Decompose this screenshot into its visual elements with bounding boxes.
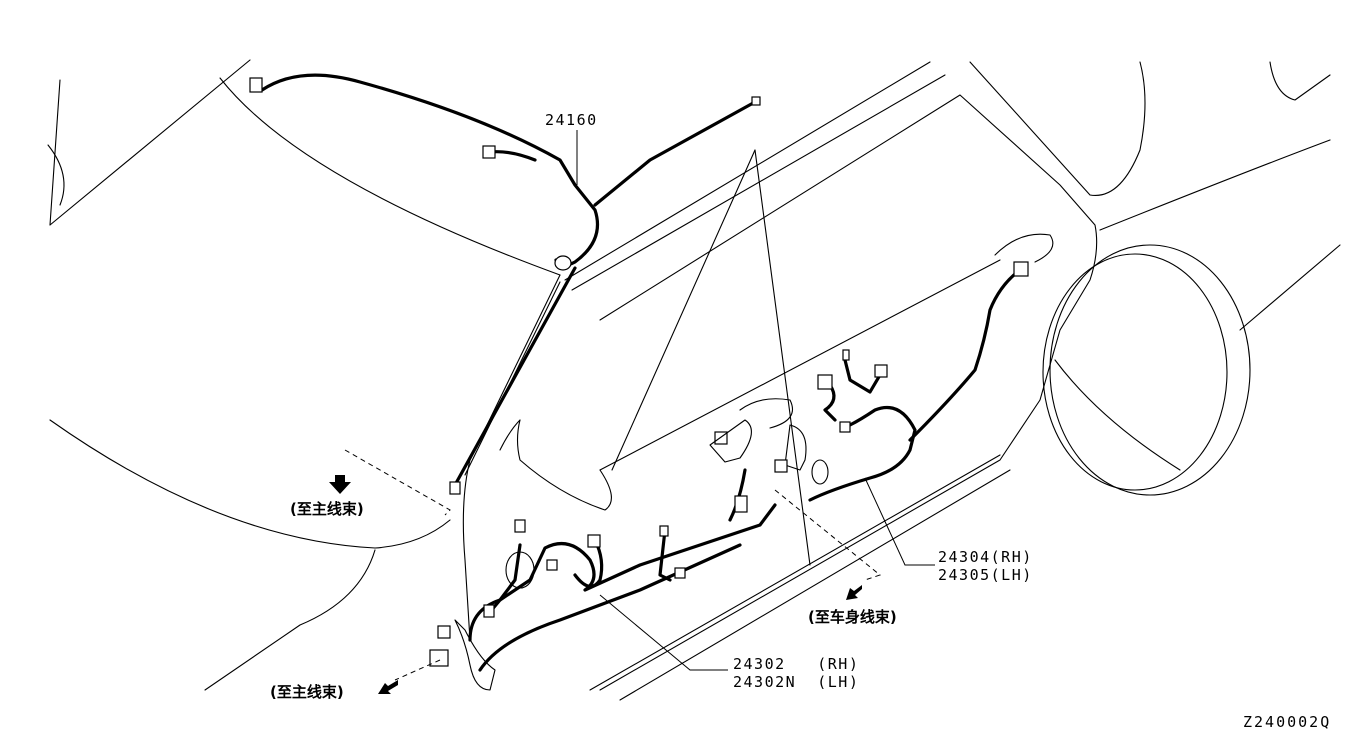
roof-harness-drawing bbox=[249, 73, 761, 495]
arrow-icon bbox=[329, 475, 862, 694]
rear-wheel-arch bbox=[1042, 244, 1251, 496]
note-to-body-harness: (至车身线束) bbox=[808, 608, 897, 626]
figure-code: Z240002Q bbox=[1243, 713, 1332, 731]
rear-door-harness-drawing bbox=[774, 261, 1029, 502]
rear-door-harness-lh: 24305(LH) bbox=[938, 566, 1033, 584]
front-door-harness-lh: 24302N (LH) bbox=[733, 673, 860, 691]
front-door-harness-rh: 24302 (RH) bbox=[733, 655, 860, 673]
rear-door-harness-rh: 24304(RH) bbox=[938, 548, 1033, 566]
roof-harness-part-number: 24160 bbox=[545, 111, 598, 129]
note-to-main-harness-upper: (至主线束) bbox=[290, 500, 364, 518]
note-to-main-harness-lower: (至主线束) bbox=[270, 683, 344, 701]
front-door-harness-part-numbers: 24302 (RH) 24302N (LH) bbox=[733, 655, 859, 691]
rear-door-harness-part-numbers: 24304(RH) 24305(LH) bbox=[938, 548, 1033, 584]
front-door-harness-drawing bbox=[429, 419, 777, 691]
vehicle-body-outline bbox=[47, 59, 1341, 701]
leader-lines bbox=[344, 130, 935, 681]
